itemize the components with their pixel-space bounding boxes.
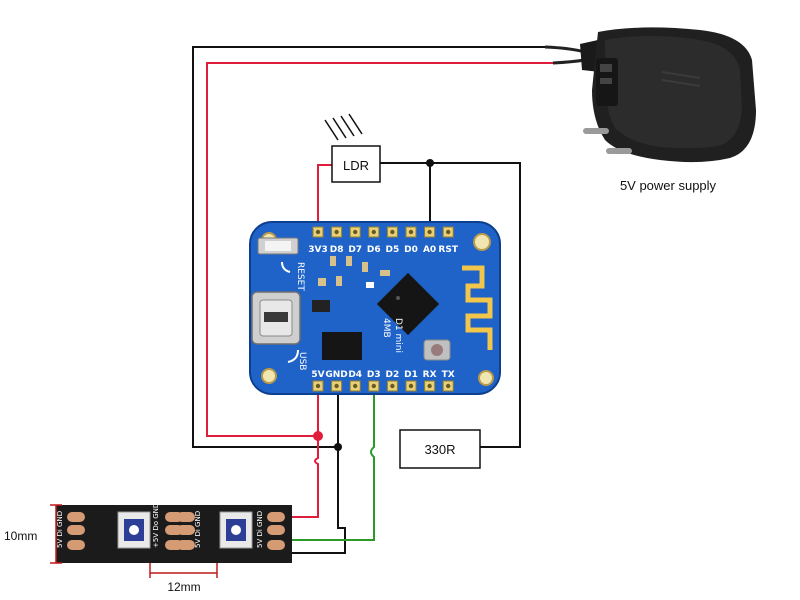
junction-gnd [334, 443, 342, 451]
led-strip: 5V Di GND +5V Do GND 5V Di GND 5V Di GND 10… [4, 503, 292, 594]
top-pin-label-d7: D7 [348, 245, 362, 255]
top-pin-label-d8: D8 [330, 245, 344, 255]
ldr-a0-wire [380, 162, 521, 448]
serial-chip [322, 332, 362, 360]
bottom-pin-label-d1: D1 [404, 370, 418, 380]
strip-pad [267, 512, 285, 522]
strip-pad [177, 525, 195, 535]
top-pin-label-d0: D0 [404, 245, 418, 255]
strip-pad [67, 540, 85, 550]
strip-pads: 5V Di GND +5V Do GND 5V Di GND 5V Di GND [56, 503, 285, 550]
strip-pad-labels: 5V Di GND [194, 511, 202, 548]
esp-chip [376, 272, 440, 336]
strip-data-wire [288, 385, 375, 541]
strip-pad [177, 540, 195, 550]
bottom-pin-label-d4: D4 [348, 370, 362, 380]
top-pin-label-3v3: 3V3 [308, 245, 328, 255]
mount-hole-bl [261, 368, 277, 384]
bottom-pin-label-5v: 5V [311, 370, 324, 380]
mount-hole-br [478, 370, 494, 386]
strip-pad [267, 525, 285, 535]
width-dimension [50, 504, 62, 564]
strip-pad [267, 540, 285, 550]
junction-a0 [426, 159, 434, 167]
strip-pad-labels: 5V Di GND [256, 511, 264, 548]
resistor-box [399, 429, 481, 469]
gnd-wire-black [192, 46, 545, 448]
top-pin-label-d5: D5 [386, 245, 400, 255]
ldr-3v3-wire [317, 164, 332, 245]
ldr-component: LDR [324, 113, 381, 183]
ldr-label: LDR [343, 158, 369, 173]
strip-pad-labels: +5V Do GND [152, 503, 160, 548]
power-supply-icon [544, 27, 756, 163]
resistor-label: 330R [424, 442, 455, 457]
width-label: 10mm [4, 529, 37, 543]
top-pin-label-rst: RST [438, 245, 458, 255]
silk-model: D1 mini [393, 318, 403, 353]
led-1 [117, 511, 151, 549]
bottom-pin-label-gnd: GND [325, 370, 347, 380]
light-rays-icon [324, 113, 363, 141]
strip-pad [177, 512, 195, 522]
strip-pad [67, 512, 85, 522]
strip-gnd-wire [288, 385, 346, 554]
silk-usb: USB [297, 352, 307, 370]
led-2 [219, 511, 253, 549]
usb-arrow-icon [287, 349, 299, 363]
wires [192, 46, 553, 554]
resistor-component: 330R [399, 429, 481, 469]
bottom-pin-label-d2: D2 [386, 370, 400, 380]
power-supply-label: 5V power supply [620, 178, 717, 193]
regulator-chip [312, 300, 330, 312]
pitch-dimension [149, 563, 218, 578]
top-pin-label-d6: D6 [367, 245, 381, 255]
top-pin-label-a0: A0 [423, 245, 436, 255]
mount-hole-tr [473, 233, 491, 251]
bottom-pin-label-tx: TX [442, 370, 455, 380]
strip-5v-wire [288, 385, 319, 518]
silk-reset: RESET [295, 262, 305, 291]
ldr-box [331, 145, 381, 183]
bottom-pin-label-rx: RX [423, 370, 437, 380]
junction-5v [313, 431, 323, 441]
strip-pad [67, 525, 85, 535]
vcc-wire-red [206, 62, 553, 437]
reset-arrow-icon [281, 261, 291, 273]
bottom-pin-label-d3: D3 [367, 370, 381, 380]
strip-pad-labels: 5V Di GND [56, 511, 64, 548]
pitch-label: 12mm [167, 580, 200, 594]
wifi-antenna-trace [462, 265, 493, 350]
silk-flash: 4MB [381, 318, 391, 338]
